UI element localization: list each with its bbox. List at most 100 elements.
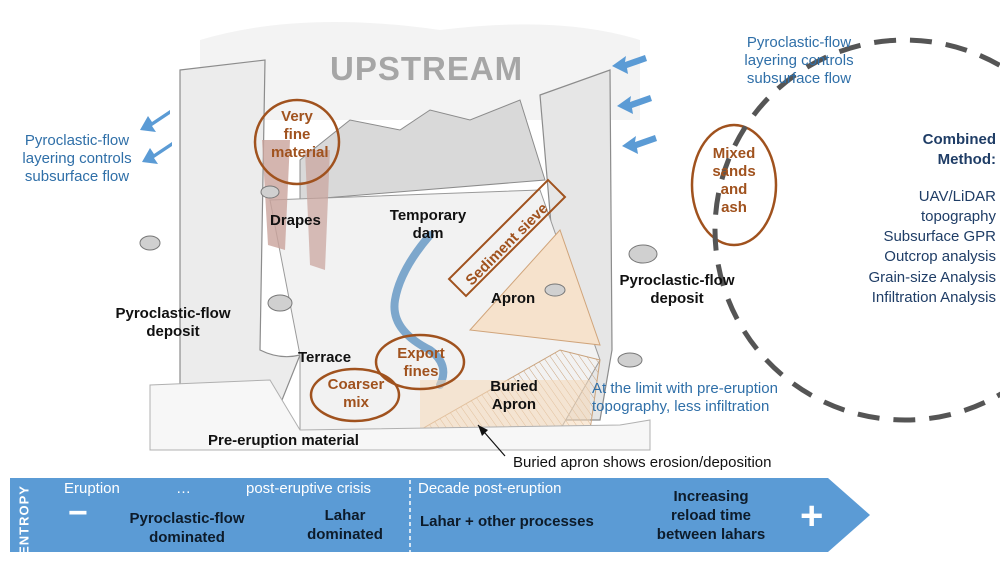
export-fines-line-1: Export [397, 345, 445, 362]
timeline-arrow [10, 478, 870, 552]
river-channel [390, 231, 448, 389]
reload-line-3: between lahars [656, 525, 766, 543]
limit-note-line-2: topography, less infiltration [592, 398, 770, 415]
pf-deposit-right-line-2: deposit [650, 290, 704, 307]
method-list: UAV/LiDAR topography Subsurface GPR Outc… [828, 187, 996, 309]
coarser-mix-label: Coarser mix [325, 376, 387, 412]
timeline-lahar-dominated: Lahar dominated [300, 507, 390, 545]
boulder-5 [139, 235, 161, 251]
layering-left-note: Pyroclastic-flow layering controls subsu… [2, 132, 152, 186]
pre-eruption-material-label: Pre-eruption material [208, 432, 359, 449]
pf-deposit-left-label: Pyroclastic-flow deposit [103, 305, 243, 341]
pre-eruption-ground [149, 379, 651, 451]
boulder-1 [267, 294, 293, 312]
mixed-line-4: ash [721, 199, 747, 216]
mixed-line-3: and [720, 181, 748, 198]
method-title-line-2: Method: [937, 151, 996, 169]
pf-dominated-line-2: dominated [149, 528, 225, 546]
layering-right-line-2: layering controls [744, 52, 854, 69]
left-valley-wall [179, 59, 301, 431]
very-fine-line-3: material [271, 144, 329, 161]
buried-apron-line-2: Apron [491, 396, 537, 413]
method-item: Infiltration Analysis [871, 288, 996, 306]
buried-apron-line-1: Buried [490, 378, 538, 395]
timeline-pf-dominated: Pyroclastic-flow dominated [118, 510, 256, 548]
drapes-label: Drapes [270, 212, 321, 229]
upstream-cliffs [299, 99, 546, 201]
limit-note-line-1: At the limit with pre-eruption [592, 380, 778, 397]
sieve-box [447, 178, 567, 298]
note-leader-arrowhead [478, 425, 488, 436]
timeline-plus: + [800, 494, 824, 538]
method-panel: Combined Method: UAV/LiDAR topography Su… [828, 130, 996, 308]
ellipse-mixed [690, 123, 778, 247]
mixed-label: Mixed sands and ash [704, 145, 764, 217]
mixed-line-1: Mixed [712, 145, 756, 162]
temporary-dam-line-2: dam [412, 225, 444, 242]
ellipse-coarser [309, 367, 401, 423]
very-fine-line-1: Very [281, 108, 313, 125]
entropy-axis-label: ENTROPY [16, 485, 32, 555]
timeline-eruption: Eruption [64, 480, 120, 497]
boulder-2 [260, 185, 280, 199]
pf-deposit-left-line-2: deposit [146, 323, 200, 340]
sky-shading [200, 22, 640, 120]
layering-right-note: Pyroclastic-flow layering controls subsu… [730, 34, 868, 88]
timeline-lahar-other: Lahar + other processes [420, 513, 594, 530]
drapes-right [305, 150, 330, 270]
pf-deposit-left-line-1: Pyroclastic-flow [115, 305, 231, 322]
boulder-6 [544, 283, 566, 297]
boulder-3 [628, 244, 658, 264]
layering-left-line-2: layering controls [22, 150, 132, 167]
very-fine-line-2: fine [283, 126, 311, 143]
arrow-right-3 [622, 135, 657, 154]
method-title-line-1: Combined [922, 131, 996, 148]
method-item: Outcrop analysis [884, 248, 996, 266]
boulder-4 [617, 352, 643, 368]
coarser-mix-line-2: mix [343, 394, 369, 411]
buried-apron-fill [420, 380, 590, 430]
timeline-crisis: post-eruptive crisis [246, 480, 372, 497]
upstream-title: UPSTREAM [330, 50, 524, 87]
timeline-decade: Decade post-eruption [418, 480, 562, 497]
pf-deposit-right-label: Pyroclastic-flow deposit [607, 272, 747, 308]
layering-left-line-1: Pyroclastic-flow [24, 132, 130, 149]
arrow-left-1 [140, 110, 170, 132]
very-fine-label: Very fine material [271, 108, 329, 162]
arrow-left-2 [142, 142, 172, 164]
buried-apron-label: Buried Apron [484, 378, 544, 414]
layering-left-line-3: subsurface flow [24, 168, 130, 185]
apron-label: Apron [491, 290, 536, 307]
arrow-right-2 [617, 95, 652, 114]
method-dashed-circle [712, 37, 1000, 423]
pf-deposit-right-line-1: Pyroclastic-flow [619, 272, 735, 289]
ellipse-export [374, 333, 466, 391]
method-item: Grain-size Analysis [868, 268, 996, 286]
reload-line-1: Increasing [673, 488, 749, 505]
flow-arrows-right [612, 55, 657, 154]
ellipse-very-fine [253, 98, 341, 186]
export-fines-label: Export fines [393, 345, 449, 381]
method-item: UAV/LiDAR [918, 187, 996, 205]
method-title: Combined Method: [828, 130, 996, 171]
annotation-ellipses [253, 98, 778, 423]
temporary-dam-line-1: Temporary [389, 207, 467, 224]
timeline-reload: Increasing reload time between lahars [650, 488, 772, 544]
limit-note: At the limit with pre-eruption topograph… [592, 380, 778, 416]
flow-arrows-left [140, 110, 172, 164]
pf-dominated-line-1: Pyroclastic-flow [129, 510, 245, 527]
arrow-right-1 [612, 55, 647, 74]
timeline-minus: − [68, 494, 88, 532]
timeline-ellipsis: … [176, 480, 191, 497]
reload-line-2: reload time [670, 506, 752, 524]
terrace-label: Terrace [298, 349, 352, 366]
temporary-dam-label: Temporary dam [388, 207, 468, 243]
layering-right-line-1: Pyroclastic-flow [746, 34, 852, 51]
lahar-dominated-line-1: Lahar [324, 507, 366, 524]
buried-apron-note: Buried apron shows erosion/deposition [513, 454, 772, 471]
layering-right-line-3: subsurface flow [746, 70, 852, 87]
method-item: topography [920, 207, 996, 225]
lahar-dominated-line-2: dominated [307, 525, 383, 543]
